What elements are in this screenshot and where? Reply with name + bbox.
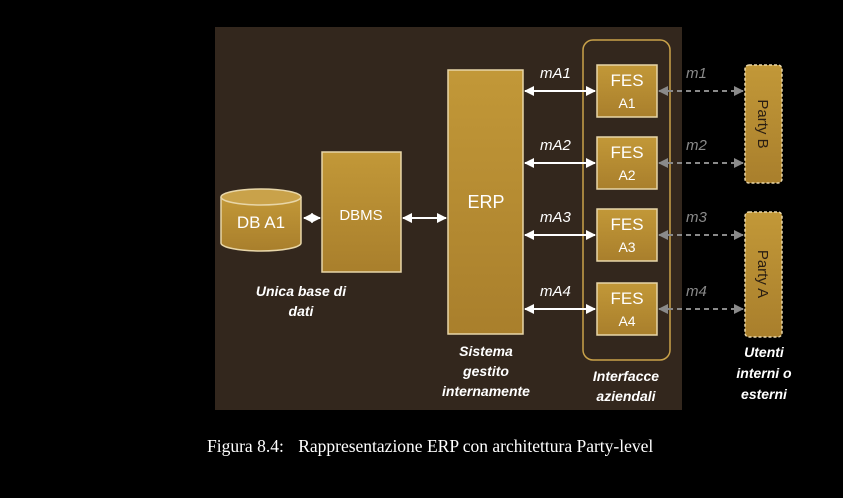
dbms-box: DBMS xyxy=(321,151,402,273)
link-label-m3: m3 xyxy=(686,209,707,226)
figure-caption: Figura 8.4: Rappresentazione ERP con arc… xyxy=(207,436,827,457)
party-b-label: Party B xyxy=(754,99,771,148)
fes-sub: A3 xyxy=(618,239,635,255)
figure-number: Figura 8.4: xyxy=(207,436,284,456)
erp-caption-line: internamente xyxy=(442,383,530,399)
link-label-ma3: mA3 xyxy=(540,209,572,226)
dbms-label: DBMS xyxy=(339,207,382,224)
db-caption-line: dati xyxy=(289,303,315,319)
fes-caption-line: Interfacce xyxy=(593,368,659,384)
link-label-m2: m2 xyxy=(686,137,707,154)
erp-label: ERP xyxy=(467,192,504,212)
fes-box-a1: FES A1 xyxy=(596,64,658,118)
fes-title: FES xyxy=(610,289,643,308)
fes-box-a2: FES A2 xyxy=(596,136,658,190)
fes-title: FES xyxy=(610,71,643,90)
link-label-ma1: mA1 xyxy=(540,65,571,82)
erp-box: ERP xyxy=(447,69,524,335)
database-cylinder: DB A1 xyxy=(220,188,302,252)
fes-box-a4: FES A4 xyxy=(596,282,658,336)
link-label-m4: m4 xyxy=(686,283,707,300)
party-caption-line: Utenti xyxy=(744,344,785,360)
party-b-box: Party B xyxy=(744,64,783,184)
party-a-box: Party A xyxy=(744,211,783,338)
party-a-label: Party A xyxy=(754,250,771,298)
fes-box-a3: FES A3 xyxy=(596,208,658,262)
fes-sub: A4 xyxy=(618,313,635,329)
link-label-ma4: mA4 xyxy=(540,283,571,300)
link-label-ma2: mA2 xyxy=(540,137,572,154)
fes-sub: A1 xyxy=(618,95,635,111)
erp-caption-line: Sistema xyxy=(459,343,513,359)
fes-title: FES xyxy=(610,215,643,234)
fes-title: FES xyxy=(610,143,643,162)
db-caption-line: Unica base di xyxy=(256,283,347,299)
erp-caption-line: gestito xyxy=(462,363,509,379)
link-label-m1: m1 xyxy=(686,65,707,82)
fes-caption-line: aziendali xyxy=(596,388,656,404)
party-caption-line: esterni xyxy=(741,386,788,402)
fes-sub: A2 xyxy=(618,167,635,183)
fes-group-border xyxy=(582,39,671,361)
figure-caption-text: Rappresentazione ERP con architettura Pa… xyxy=(298,436,654,456)
party-caption-line: interni o xyxy=(736,365,792,381)
db-label: DB A1 xyxy=(237,213,285,232)
